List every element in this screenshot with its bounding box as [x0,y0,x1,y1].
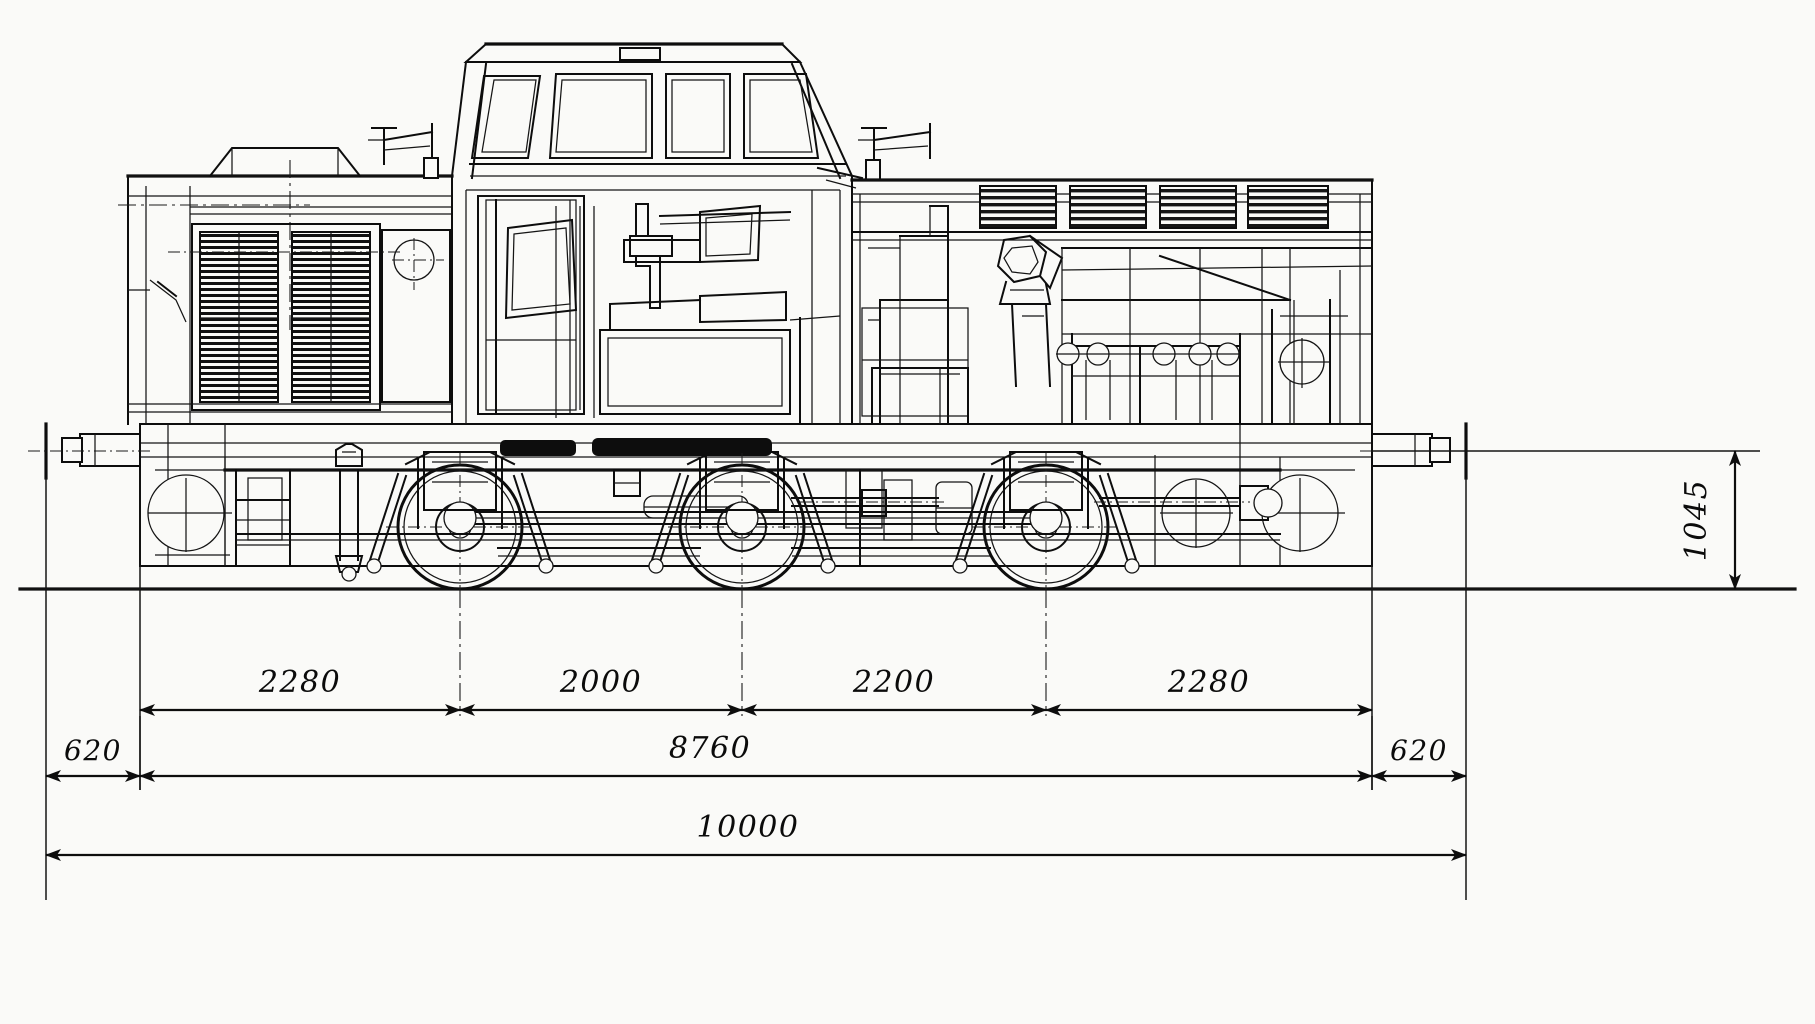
cab-door-window [504,218,578,320]
seat-back [699,204,762,264]
suspension-axle-1 [366,451,554,574]
louvre-vent-4 [1247,185,1329,229]
cab-door [477,195,585,415]
right-end-platform [1154,425,1345,566]
running-gear [235,443,1283,601]
dimension-height-1045: 1045 [1372,450,1760,590]
driver-seat-pedestal [635,255,661,309]
suspension-axle-2 [648,451,836,574]
buffer-right [1360,422,1484,480]
dim-label-8760: 8760 [669,731,751,766]
witness-lines [45,470,1467,900]
louvre-vents [979,185,1329,229]
louvre-vent-2 [1069,185,1147,229]
cab-window-1 [548,73,653,159]
cab-window-2 [665,73,731,159]
dimension-row-frame-length: 620 8760 620 [45,731,1467,782]
exhaust-assembly [996,234,1064,388]
underframe-tank-2 [592,438,772,456]
rear-hood [850,178,1374,425]
suspension-axle-3 [952,451,1140,574]
left-end-platform [139,423,232,567]
dim-label-2000: 2000 [559,665,642,700]
dim-label-2280-rear: 2280 [1167,665,1250,700]
dimension-row-axle-spacings: 2280 2000 2200 2280 [139,665,1373,716]
dim-label-2200: 2200 [852,665,935,700]
buffer-left [28,422,152,480]
cab-interior [555,190,841,425]
console [699,290,787,324]
horn-left [368,123,439,179]
cab-lower-panel [599,329,791,415]
roof-hatch [619,47,661,61]
cab-window-3 [743,73,820,159]
louvre-vent-1 [979,185,1057,229]
front-hood [118,147,454,425]
horn-right [858,123,932,181]
driver-cab [450,42,864,425]
dim-label-2280-front: 2280 [258,665,341,700]
dim-label-10000: 10000 [697,810,800,845]
dim-label-620-left: 620 [64,734,122,767]
dim-label-1045: 1045 [1679,479,1714,561]
dim-label-620-right: 620 [1390,734,1448,767]
locomotive-body [28,42,1484,601]
sandbox-assembly [334,443,364,582]
louvre-vent-3 [1159,185,1237,229]
underframe-tank-1 [500,440,576,456]
dimension-row-over-buffers: 10000 [45,810,1467,861]
cab-window-front-side [470,75,542,159]
